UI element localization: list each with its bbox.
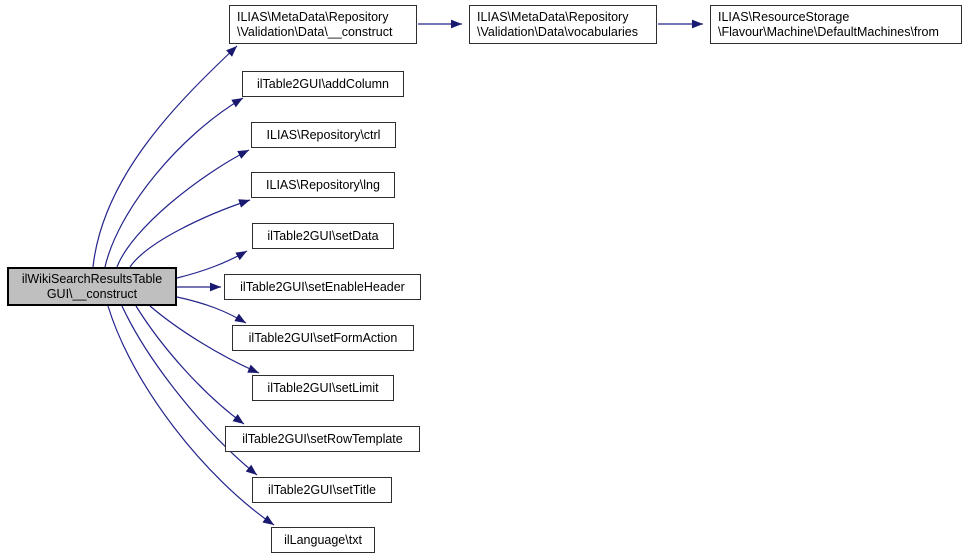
node-iltable2gui-setlimit[interactable]: ilTable2GUI\setLimit <box>252 375 394 401</box>
node-label-line: GUI\__construct <box>46 286 138 301</box>
node-ilias-repository-lng[interactable]: ILIAS\Repository\lng <box>251 172 395 198</box>
node-label: ilTable2GUI\setData <box>267 228 379 243</box>
node-label-line: ilWikiSearchResultsTable <box>21 271 163 286</box>
node-label: ilTable2GUI\addColumn <box>256 76 389 91</box>
edge-main-to-setrowtemplate <box>135 305 245 425</box>
node-label: ilTable2GUI\setLimit <box>267 380 379 395</box>
edge-main-to-ctrl <box>116 149 250 268</box>
node-label: ilTable2GUI\setEnableHeader <box>240 279 405 294</box>
node-label-line: ILIAS\MetaData\Repository <box>237 9 389 24</box>
node-ilias-repository-ctrl[interactable]: ILIAS\Repository\ctrl <box>251 122 396 148</box>
edge-main-to-settitle <box>121 305 258 476</box>
node-iltable2gui-setformaction[interactable]: ilTable2GUI\setFormAction <box>232 325 414 351</box>
node-iltable2gui-setdata[interactable]: ilTable2GUI\setData <box>252 223 394 249</box>
edge-main-to-md-construct <box>92 45 238 268</box>
node-iltable2gui-settitle[interactable]: ilTable2GUI\setTitle <box>252 477 392 503</box>
edge-main-to-addcolumn <box>104 97 244 268</box>
node-label-line: ILIAS\ResourceStorage <box>718 9 850 24</box>
node-iltable2gui-setenableheader[interactable]: ilTable2GUI\setEnableHeader <box>224 274 421 300</box>
node-iltable2gui-setrowtemplate[interactable]: ilTable2GUI\setRowTemplate <box>225 426 420 452</box>
node-label: ilTable2GUI\setTitle <box>268 482 376 497</box>
node-label-line: \Flavour\Machine\DefaultMachines\from <box>718 24 939 39</box>
node-label-line: ILIAS\MetaData\Repository <box>477 9 629 24</box>
node-label-line: \Validation\Data\vocabularies <box>477 24 638 39</box>
node-metadata-repository-construct[interactable]: ILIAS\MetaData\Repository \Validation\Da… <box>229 5 417 44</box>
node-illanguage-txt[interactable]: ilLanguage\txt <box>271 527 375 553</box>
edge-main-to-setdata <box>176 250 248 279</box>
node-label: ilLanguage\txt <box>284 532 362 547</box>
node-metadata-repository-vocabularies[interactable]: ILIAS\MetaData\Repository \Validation\Da… <box>469 5 657 44</box>
edge-main-to-setformaction <box>176 296 247 324</box>
node-current-ilwikisearchresultstablegui-construct: ilWikiSearchResultsTable GUI\__construct <box>7 267 177 306</box>
edge-main-to-setlimit <box>149 305 260 374</box>
node-resourcestorage-defaultmachines-from[interactable]: ILIAS\ResourceStorage \Flavour\Machine\D… <box>710 5 962 44</box>
node-label: ilTable2GUI\setRowTemplate <box>242 431 403 446</box>
edge-main-to-lng <box>129 199 251 268</box>
node-label: ILIAS\Repository\ctrl <box>266 127 381 142</box>
node-iltable2gui-addcolumn[interactable]: ilTable2GUI\addColumn <box>242 71 404 97</box>
node-label: ilTable2GUI\setFormAction <box>248 330 398 345</box>
node-label: ILIAS\Repository\lng <box>266 177 380 192</box>
node-label-line: \Validation\Data\__construct <box>237 24 393 39</box>
edge-main-to-txt <box>107 305 275 526</box>
